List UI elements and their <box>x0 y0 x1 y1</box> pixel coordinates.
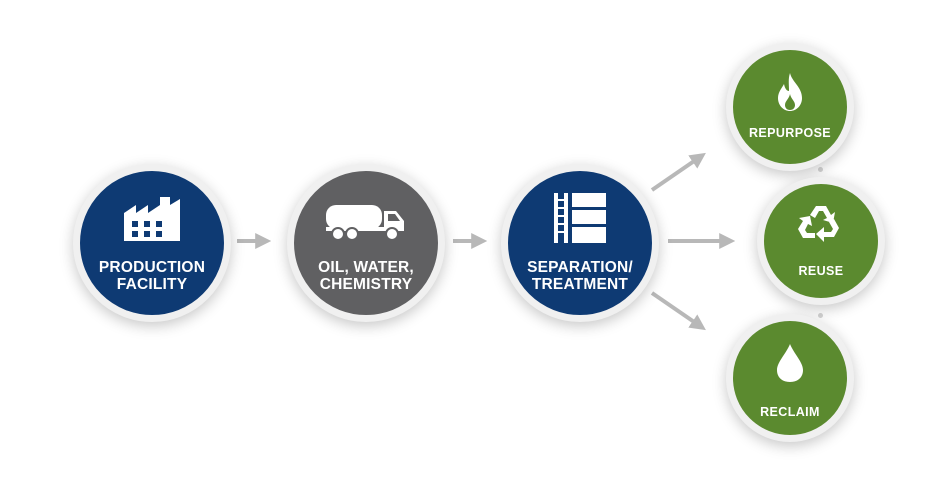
reuse-node: REUSE <box>757 177 885 305</box>
reclaim-label: RECLAIM <box>760 405 820 419</box>
connector-dot <box>818 313 823 318</box>
transport-label-line2: CHEMISTRY <box>319 276 413 293</box>
recycle-icon <box>798 206 839 242</box>
flame-icon <box>778 73 802 111</box>
tanker-truck-icon <box>326 205 404 241</box>
storage-tank-icon <box>554 193 606 243</box>
production-label-line1: PRODUCTION <box>98 259 206 276</box>
arrow-separation-to-repurpose <box>650 152 706 192</box>
separation-label-line1: SEPARATION/ <box>527 259 633 276</box>
connector-dot <box>818 167 823 172</box>
reclaim-node: RECLAIM <box>726 314 854 442</box>
transport-node: OIL, WATER, CHEMISTRY <box>287 164 445 322</box>
transport-label-line1: OIL, WATER, <box>318 259 414 276</box>
water-drop-icon <box>777 344 803 382</box>
repurpose-node: REPURPOSE <box>726 43 854 171</box>
separation-treatment-node: SEPARATION/ TREATMENT <box>501 164 659 322</box>
separation-label-line2: TREATMENT <box>531 276 629 293</box>
factory-icon <box>124 197 180 241</box>
arrow-separation-to-reclaim <box>650 291 706 331</box>
production-label-line2: FACILITY <box>116 276 188 293</box>
production-facility-node: PRODUCTION FACILITY <box>73 164 231 322</box>
reuse-label: REUSE <box>798 264 844 278</box>
repurpose-label: REPURPOSE <box>748 126 832 140</box>
